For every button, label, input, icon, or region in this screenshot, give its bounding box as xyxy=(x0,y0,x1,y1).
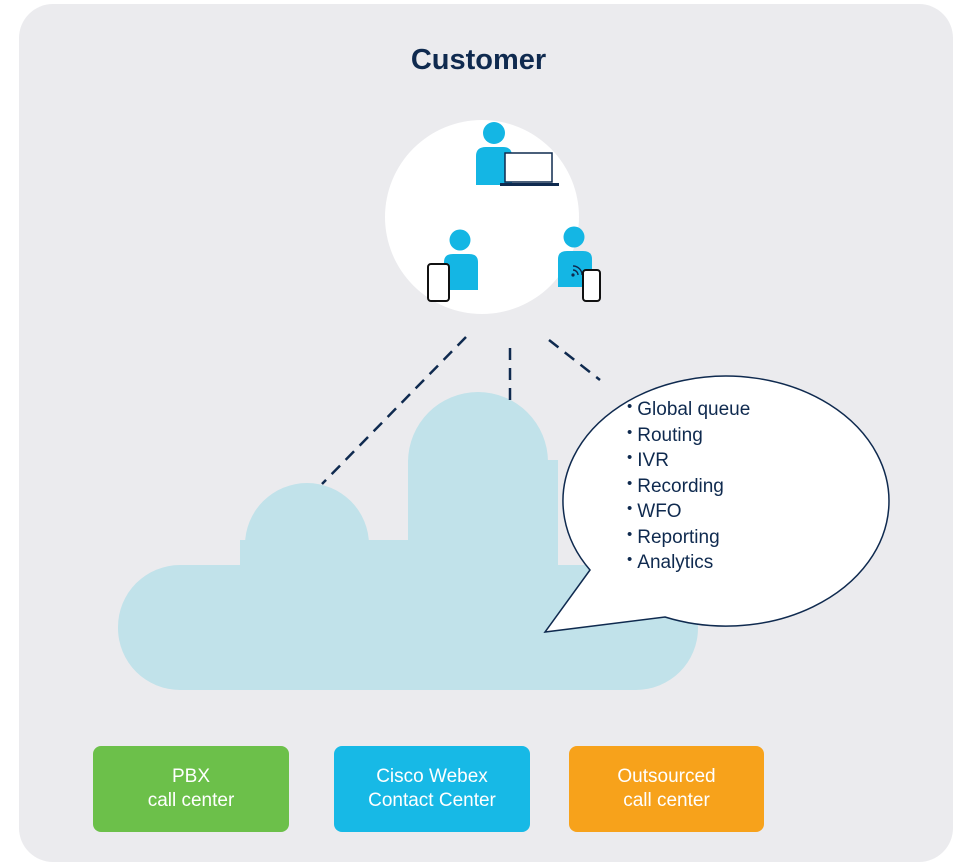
person-wireless-mobile-icon xyxy=(558,226,601,302)
connector-line-right xyxy=(548,339,601,381)
feature-item: Global queue xyxy=(627,398,750,424)
person-laptop-icon xyxy=(476,122,559,186)
feature-list: Global queue Routing IVR Recording WFO R… xyxy=(627,398,750,577)
box-label-line1: Cisco Webex xyxy=(376,766,488,787)
customer-title: Customer xyxy=(410,44,547,76)
feature-item: Reporting xyxy=(627,526,750,552)
person-mobile-icon xyxy=(427,229,478,302)
outsourced-call-center-box: Outsourced call center xyxy=(569,746,764,832)
feature-item: Analytics xyxy=(627,551,750,577)
cloud-shape xyxy=(118,392,698,690)
box-label-line2: call center xyxy=(623,790,710,811)
box-label-line2: Contact Center xyxy=(368,790,496,811)
feature-item: WFO xyxy=(627,500,750,526)
box-label-line2: call center xyxy=(147,790,235,811)
connector-line-left xyxy=(321,336,467,485)
feature-item: IVR xyxy=(627,449,750,475)
box-label-line1: Outsourced xyxy=(617,766,716,787)
webex-contact-center-box: Cisco Webex Contact Center xyxy=(334,746,530,832)
feature-item: Recording xyxy=(627,475,750,501)
connector-lines xyxy=(321,336,601,485)
pbx-call-center-box: PBX call center xyxy=(93,746,289,832)
box-label-line1: PBX xyxy=(171,766,211,787)
feature-item: Routing xyxy=(627,424,750,450)
